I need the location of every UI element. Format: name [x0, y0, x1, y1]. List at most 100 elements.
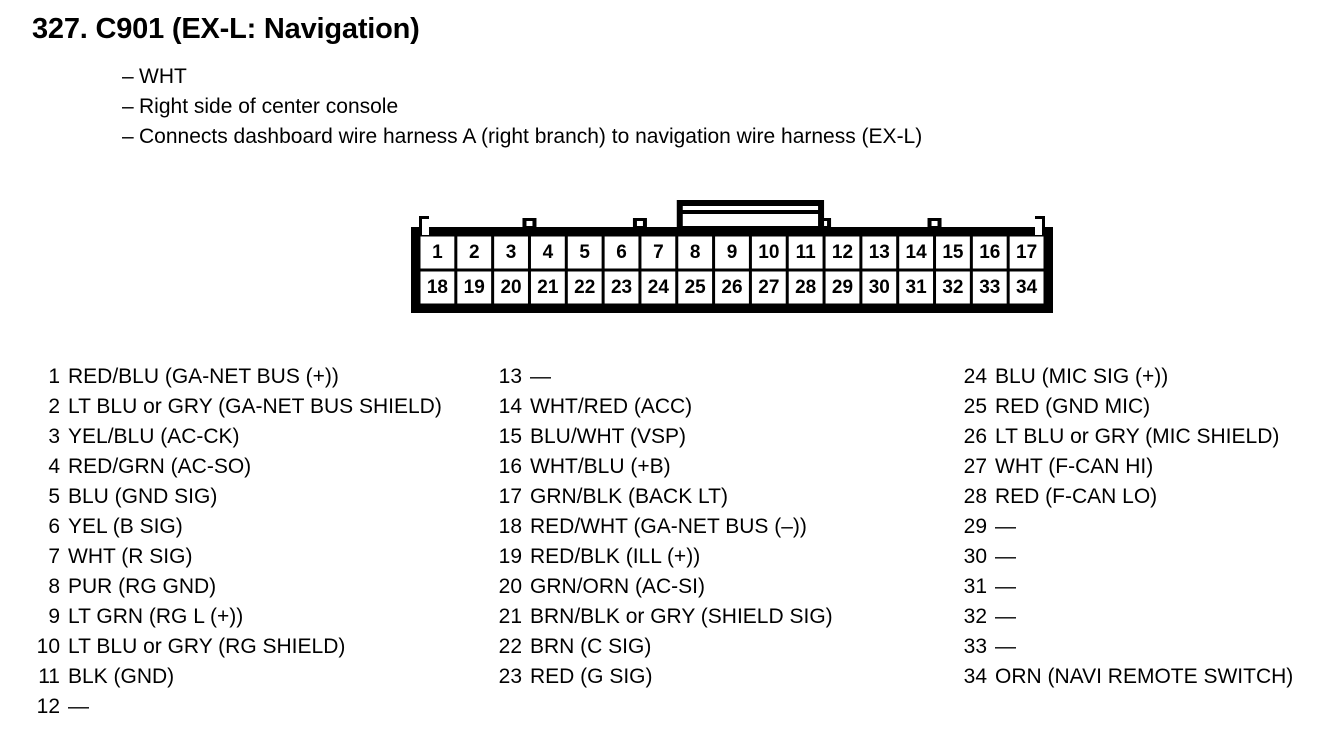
pin-number: 24	[963, 365, 987, 388]
pin-cell	[641, 236, 676, 269]
pin-number: 4	[48, 455, 60, 478]
pin-cell	[457, 236, 492, 269]
pin-number: 10	[36, 635, 60, 658]
pin-number: 26	[963, 425, 987, 448]
pin-row: 12—	[20, 692, 480, 722]
pin-description: GRN/BLK (BACK LT)	[530, 485, 728, 508]
pin-number: 12	[36, 695, 60, 718]
pin-number: 27	[963, 455, 987, 478]
pin-cell-label: 28	[795, 277, 816, 298]
pin-description: LT BLU or GRY (GA-NET BUS SHIELD)	[68, 395, 442, 418]
pin-cell-label: 10	[758, 242, 779, 263]
note-line-1: – WHT	[122, 62, 1322, 92]
pin-description: —	[995, 545, 1016, 568]
dash-bullet-icon: –	[122, 65, 134, 88]
pin-cell	[788, 271, 823, 304]
pin-number: 5	[48, 485, 60, 508]
pin-cell	[972, 271, 1007, 304]
pin-cell-label: 14	[906, 242, 928, 263]
pin-cell-label: 18	[427, 277, 448, 298]
pin-number: 33	[963, 635, 987, 658]
pin-cell	[567, 271, 602, 304]
pin-cell-label: 33	[979, 277, 1000, 298]
pin-description: WHT/RED (ACC)	[530, 395, 693, 418]
pin-number: 17	[498, 485, 522, 508]
pin-cell	[715, 236, 749, 269]
pin-cell	[1009, 271, 1044, 304]
pin-description: RED (GND MIC)	[995, 395, 1151, 418]
pin-cell-label: 15	[942, 242, 964, 263]
pin-cell-label: 9	[727, 242, 738, 263]
pin-cell	[420, 271, 455, 304]
dash-bullet-icon: –	[122, 125, 134, 148]
pin-number: 15	[498, 425, 522, 448]
pin-number: 34	[963, 665, 987, 688]
pin-cell-label: 32	[942, 277, 963, 298]
pin-row: 11 BLK (GND)	[20, 662, 480, 692]
pin-cell	[899, 271, 934, 304]
pin-cell-label: 21	[537, 277, 559, 298]
pin-description: —	[995, 635, 1016, 658]
pin-description: BLU (MIC SIG (+))	[995, 365, 1169, 388]
pin-description: LT GRN (RG L (+))	[68, 605, 244, 628]
pin-number: 8	[48, 575, 60, 598]
pin-row: 17 GRN/BLK (BACK LT)	[482, 482, 942, 512]
pin-description: LT BLU or GRY (RG SHIELD)	[68, 635, 346, 658]
pin-cell-label: 1	[432, 242, 443, 263]
pin-row: 4 RED/GRN (AC-SO)	[20, 452, 480, 482]
pin-column-3: 24 BLU (MIC SIG (+)) 25 RED (GND MIC) 26 LT B…	[947, 362, 1344, 692]
pin-cell	[1009, 236, 1044, 269]
pin-number: 14	[498, 395, 522, 418]
pin-description: LT BLU or GRY (MIC SHIELD)	[995, 425, 1280, 448]
pin-cell-label: 30	[869, 277, 890, 298]
pin-description: YEL (B SIG)	[68, 515, 183, 538]
pin-number: 31	[963, 575, 987, 598]
pin-cell	[788, 236, 823, 269]
pin-description: —	[530, 365, 551, 388]
pin-number: 1	[48, 365, 60, 388]
pin-description: BLK (GND)	[68, 665, 175, 688]
pin-cell	[494, 236, 528, 269]
pin-number: 22	[498, 635, 522, 658]
notes-list: – WHT – Right side of center console – C…	[122, 62, 1322, 152]
pin-cell-label: 13	[869, 242, 890, 263]
pin-cell	[751, 271, 786, 304]
pin-row: 24 BLU (MIC SIG (+))	[947, 362, 1344, 392]
pin-number: 11	[38, 665, 60, 688]
pin-description: BRN (C SIG)	[530, 635, 652, 658]
pin-cell	[530, 271, 565, 304]
pin-cell-label: 25	[685, 277, 707, 298]
pin-number: 13	[498, 365, 522, 388]
pin-cell-label: 6	[616, 242, 627, 263]
pin-cell	[972, 236, 1007, 269]
pin-row: 32—	[947, 602, 1344, 632]
pin-description: BRN/BLK or GRY (SHIELD SIG)	[530, 605, 833, 628]
pin-cell-label: 2	[469, 242, 480, 263]
pin-number: 19	[498, 545, 522, 568]
pin-number: 25	[963, 395, 987, 418]
pin-cell-label: 23	[611, 277, 632, 298]
pin-description: WHT (R SIG)	[68, 545, 193, 568]
pin-cell-label: 27	[758, 277, 779, 298]
dash-bullet-icon: –	[122, 95, 134, 118]
pin-cell	[936, 271, 970, 304]
pin-description: ORN (NAVI REMOTE SWITCH)	[995, 665, 1294, 688]
pin-number: 9	[48, 605, 60, 628]
pin-number: 28	[963, 485, 987, 508]
pin-cell	[678, 236, 713, 269]
pin-cell	[715, 271, 749, 304]
pin-description: RED/GRN (AC-SO)	[68, 455, 252, 478]
pin-description: RED/BLU (GA-NET BUS (+))	[68, 365, 339, 388]
pin-description: WHT (F-CAN HI)	[995, 455, 1154, 478]
